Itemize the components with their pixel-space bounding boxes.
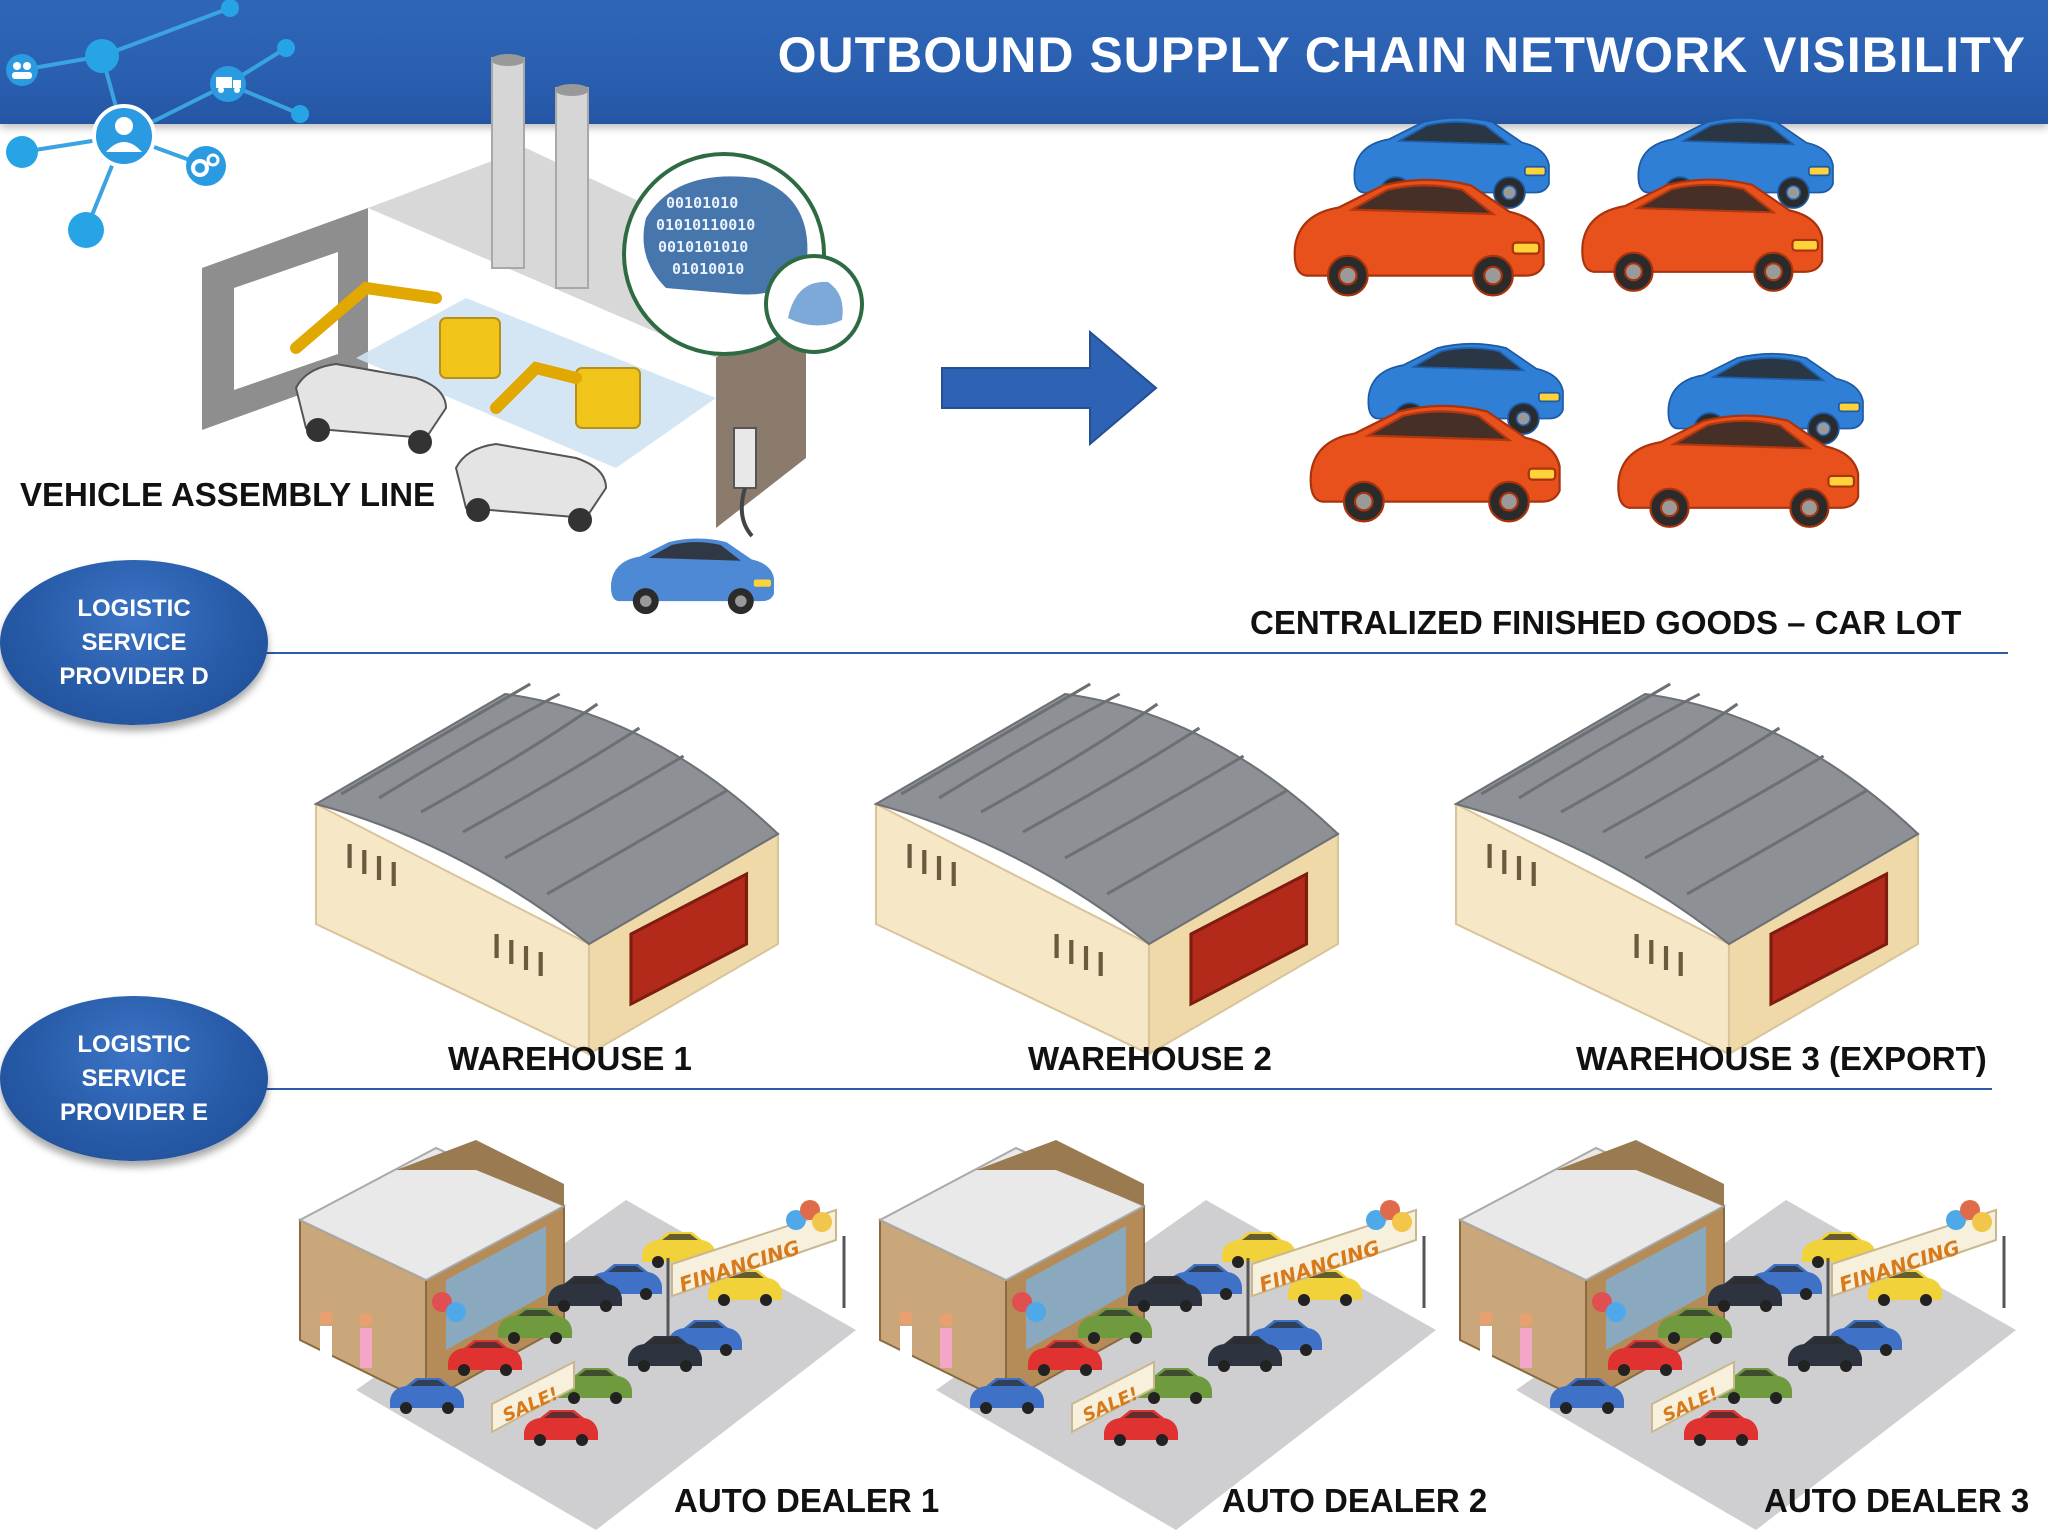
binary-line-1: 00101010 [666, 194, 738, 212]
binary-line-4: 01010010 [672, 260, 744, 278]
page-title: OUTBOUND SUPPLY CHAIN NETWORK VISIBILITY [777, 27, 2026, 83]
divider-provider-d [200, 652, 2008, 654]
auto-dealer-3-illustration: FINANCING SALE! [1457, 1140, 2016, 1530]
provider-d-line-3: PROVIDER D [59, 662, 209, 690]
gears-icon [186, 146, 226, 186]
auto-dealer-2-illustration: FINANCING SALE! [877, 1140, 1436, 1530]
divider-provider-e [200, 1088, 1992, 1090]
truck-icon [210, 66, 246, 102]
provider-e-line-1: LOGISTIC [77, 1030, 191, 1058]
user-icon [92, 104, 156, 168]
network-hub-icon [6, 0, 309, 248]
provider-d-line-2: SERVICE [81, 628, 187, 656]
warehouse-1-illustration [314, 682, 780, 1056]
assembly-line-label: VEHICLE ASSEMBLY LINE [20, 476, 436, 513]
car-lot-label: CENTRALIZED FINISHED GOODS – CAR LOT [1250, 604, 1962, 641]
binary-line-3: 0010101010 [658, 238, 748, 256]
factory-illustration: 00101010 01010110010 0010101010 01010010 [202, 54, 864, 615]
warehouse-1-label: WAREHOUSE 1 [448, 1040, 692, 1077]
provider-e-line-2: SERVICE [81, 1064, 187, 1092]
warehouse-3-illustration [1454, 682, 1920, 1056]
warehouse-2-label: WAREHOUSE 2 [1028, 1040, 1272, 1077]
auto-dealer-1-illustration: FINANCING SALE! [297, 1140, 856, 1530]
provider-e-line-3: PROVIDER E [59, 1098, 209, 1126]
provider-e-badge: LOGISTIC SERVICE PROVIDER E [0, 996, 268, 1161]
auto-dealer-3-label: AUTO DEALER 3 [1764, 1482, 2030, 1519]
provider-d-line-1: LOGISTIC [77, 594, 191, 622]
flow-arrow-icon [941, 329, 1158, 447]
people-icon [6, 54, 38, 86]
provider-d-badge: LOGISTIC SERVICE PROVIDER D [0, 560, 268, 725]
warehouse-2-illustration [874, 682, 1340, 1056]
warehouse-3-label: WAREHOUSE 3 (EXPORT) [1576, 1040, 1987, 1077]
auto-dealer-2-label: AUTO DEALER 2 [1222, 1482, 1488, 1519]
header-banner [0, 0, 2048, 124]
auto-dealer-1-label: AUTO DEALER 1 [674, 1482, 940, 1519]
binary-line-2: 01010110010 [656, 216, 755, 234]
car-lot-illustration [1293, 116, 1864, 528]
